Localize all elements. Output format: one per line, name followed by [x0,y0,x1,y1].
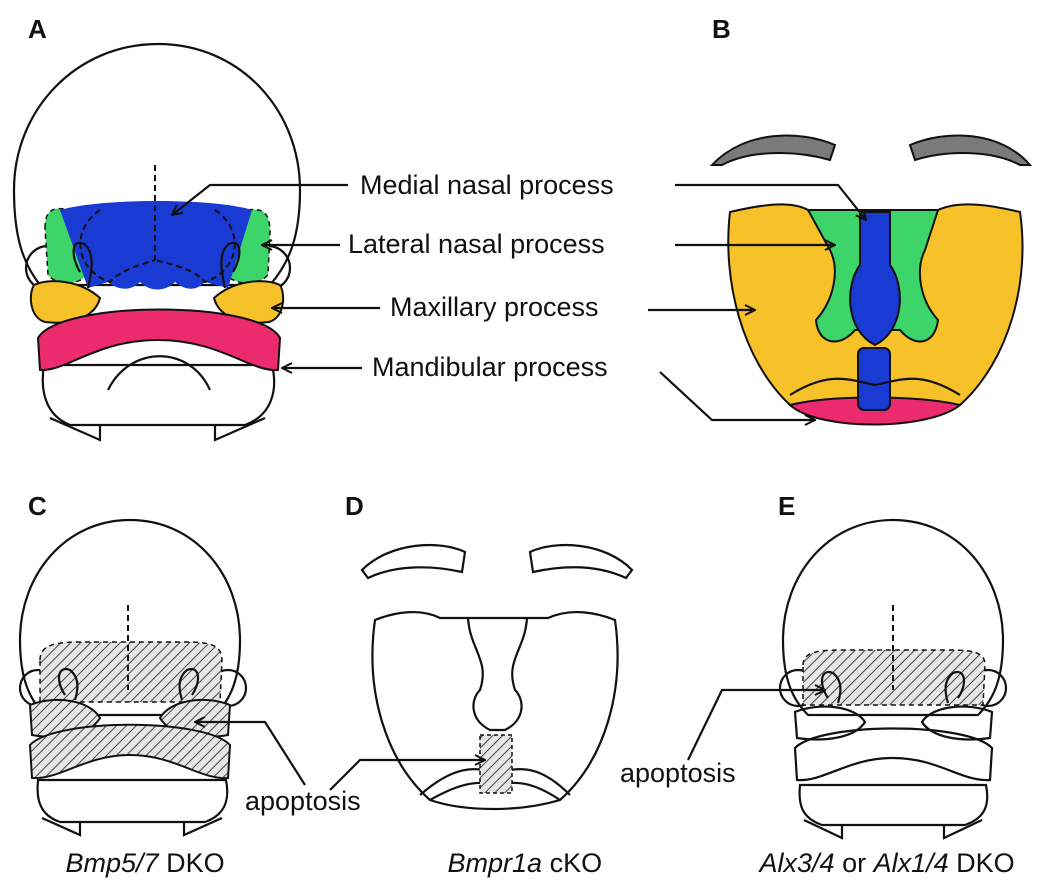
caption-d-suffix: cKO [542,848,602,878]
e-neck-right-tab [944,820,982,838]
panel-d: D [330,491,632,809]
d-hatched-philtrum [480,735,512,793]
b-medial-philtrum [858,348,890,410]
label-maxillary-process: Maxillary process [390,292,599,322]
d-eyebrow-left [362,545,465,578]
caption-e-or: or [835,848,874,878]
panel-c: C apoptosis [20,491,361,835]
panel-e: E apoptosis [620,491,1006,838]
caption-c-gene: Bmp5/7 [66,848,160,878]
panel-b: B [712,14,1030,425]
caption-c: Bmp5/7 DKO [28,848,247,878]
panel-letter-c: C [28,491,47,521]
caption-d-gene: Bmpr1a [448,848,543,878]
d-nose-outline [468,618,527,730]
e-neck-outline [800,785,988,825]
panel-letter-b: B [712,14,731,44]
c-hatched-mandibular [30,725,230,778]
caption-d: Bmpr1a cKO [410,848,625,878]
label-apoptosis-c: apoptosis [245,786,361,816]
c-neck-outline [38,780,228,822]
e-mandibular-outline [795,729,992,781]
label-lateral-nasal-process: Lateral nasal process [348,229,605,259]
label-mandibular-process: Mandibular process [372,352,608,382]
c-hatched-nasal [40,642,222,702]
b-eyebrow-left [712,135,835,165]
e-neck-left-tab [804,820,842,838]
neck-left-tab [50,418,100,440]
caption-e-suffix: DKO [949,848,1015,878]
caption-e-gene2: Alx1/4 [872,848,949,878]
label-apoptosis-e: apoptosis [620,758,736,788]
neck-arch [108,356,210,390]
d-eyebrow-right [530,545,632,578]
neck-right-tab [215,418,265,440]
label-medial-nasal-process: Medial nasal process [360,170,614,200]
caption-c-suffix: DKO [159,848,225,878]
panel-letter-d: D [345,491,364,521]
panel-letter-a: A [28,14,47,44]
c-neck-left-tab [42,818,80,835]
panel-a: A [14,14,300,440]
neck-outline [43,365,274,425]
caption-e: Alx3/4 or Alx1/4 DKO [722,848,1037,878]
a-mandibular [38,310,280,371]
b-eyebrow-right [910,135,1030,165]
panel-letter-e: E [778,491,795,521]
caption-e-gene1: Alx3/4 [758,848,835,878]
c-neck-right-tab [184,818,222,835]
